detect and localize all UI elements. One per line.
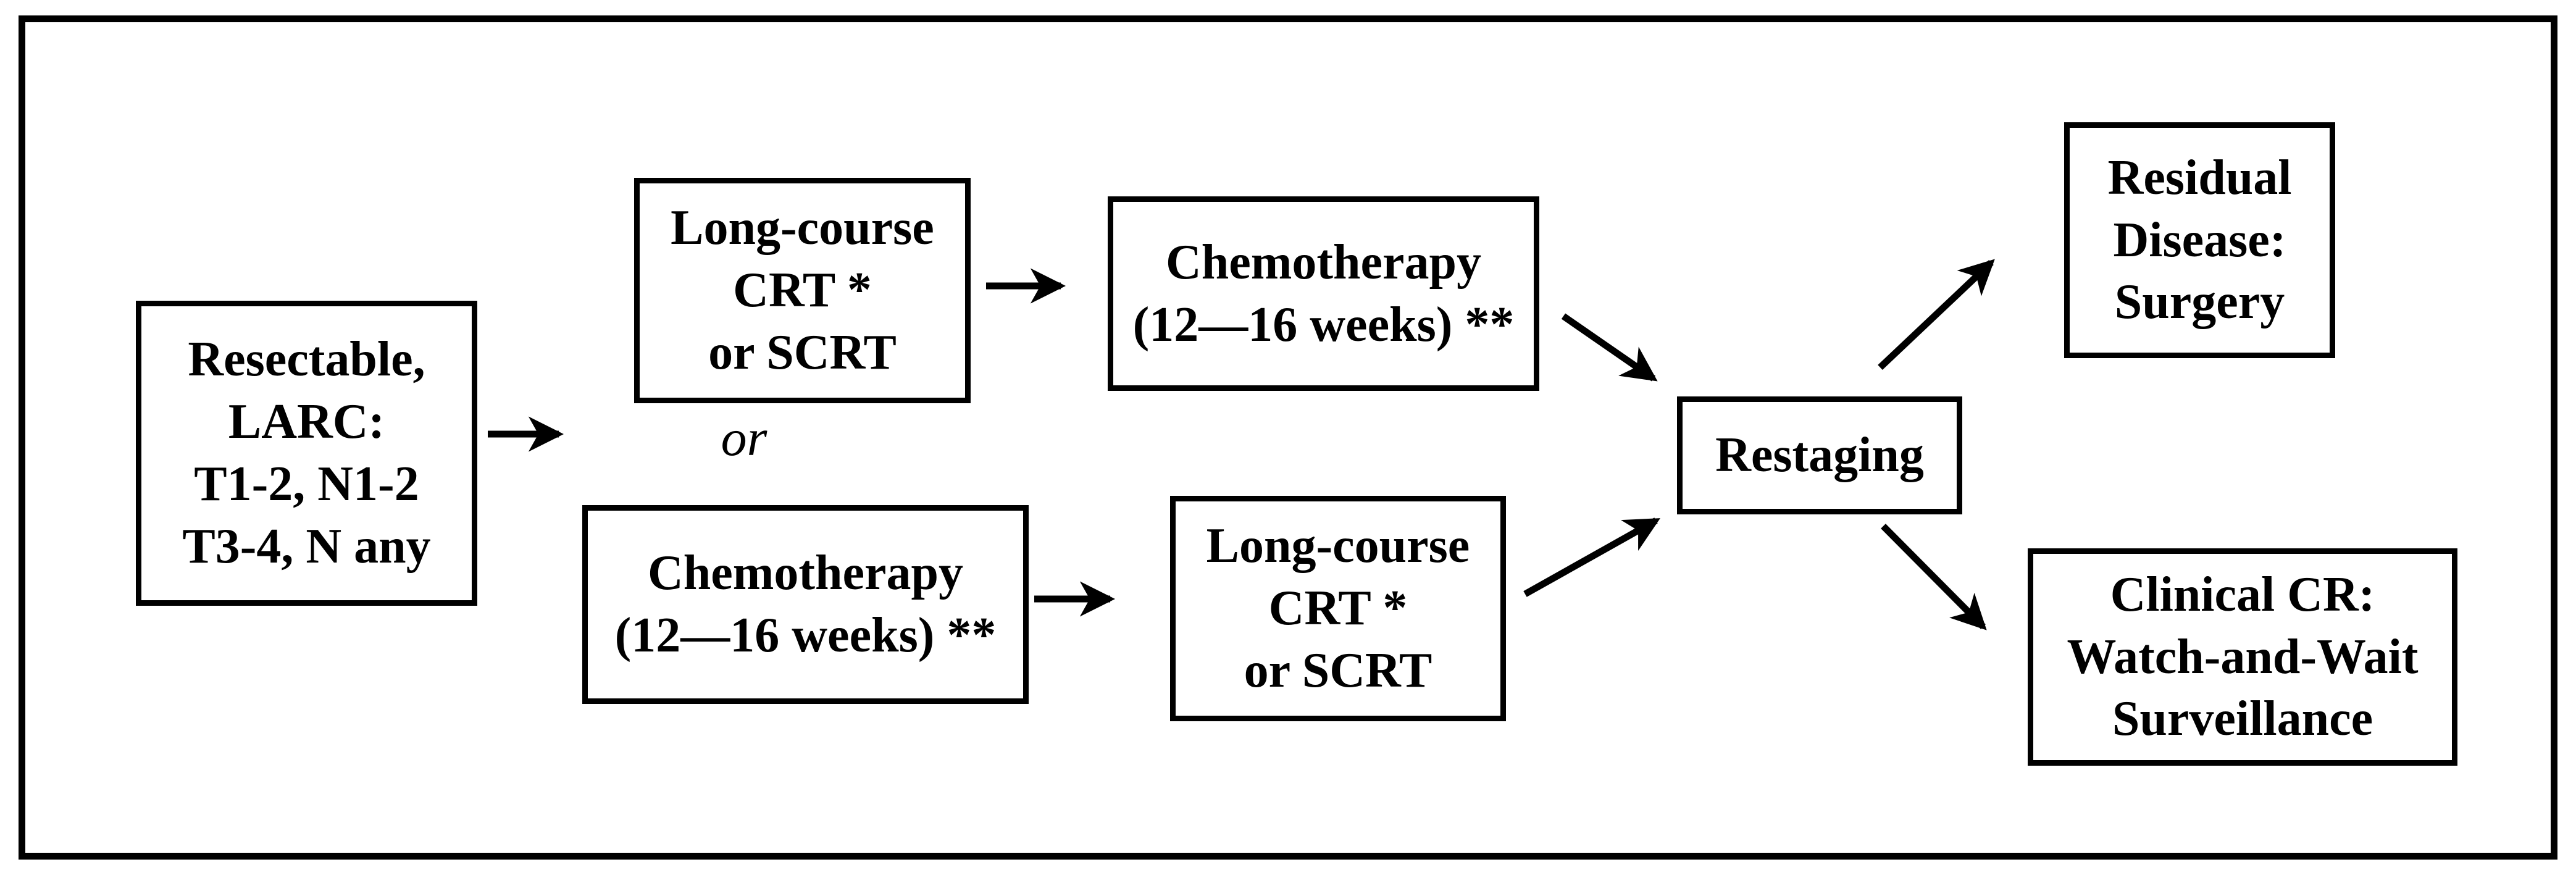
- node-label-line: CRT *: [733, 263, 872, 318]
- node-label-line: or SCRT: [1244, 643, 1432, 698]
- node-label-line: Watch-and-Wait: [2067, 629, 2419, 684]
- node-label-line: CRT *: [1268, 581, 1408, 636]
- node-label-line: Restaging: [1715, 428, 1924, 483]
- figure-border: [19, 15, 2557, 860]
- node-label-line: Clinical CR:: [2110, 567, 2375, 622]
- node-label-line: Long-course: [1206, 519, 1470, 574]
- node-label-line: Chemotherapy: [1165, 235, 1482, 290]
- node-chemotherapy-top: Chemotherapy (12—16 weeks) **: [1108, 196, 1539, 391]
- node-long-course-crt-top: Long-course CRT * or SCRT: [634, 178, 971, 403]
- node-label-line: Surgery: [2114, 275, 2285, 330]
- node-label-line: Surveillance: [2112, 692, 2373, 747]
- node-long-course-crt-bottom: Long-course CRT * or SCRT: [1170, 496, 1506, 721]
- node-label-line: LARC:: [228, 395, 385, 450]
- node-label-line: Chemotherapy: [647, 546, 964, 601]
- node-label-line: or SCRT: [708, 325, 897, 380]
- node-label-line: Long-course: [671, 201, 934, 256]
- node-label-line: T1-2, N1-2: [194, 457, 419, 511]
- node-restaging: Restaging: [1677, 396, 1962, 514]
- node-resectable-larc: Resectable, LARC: T1-2, N1-2 T3-4, N any: [136, 301, 477, 606]
- node-label-line: T3-4, N any: [182, 519, 431, 574]
- node-label-line: (12—16 weeks) **: [1132, 297, 1515, 352]
- node-chemotherapy-bottom: Chemotherapy (12—16 weeks) **: [582, 505, 1029, 704]
- node-clinical-cr-watch-and-wait: Clinical CR: Watch-and-Wait Surveillance: [2028, 548, 2457, 766]
- node-residual-disease-surgery: Residual Disease: Surgery: [2064, 122, 2335, 358]
- node-label-line: (12—16 weeks) **: [614, 608, 997, 663]
- node-label-line: Residual: [2107, 150, 2292, 205]
- node-label-line: Resectable,: [188, 332, 425, 387]
- or-connector-label: or: [721, 409, 767, 467]
- node-label-line: Disease:: [2113, 212, 2286, 267]
